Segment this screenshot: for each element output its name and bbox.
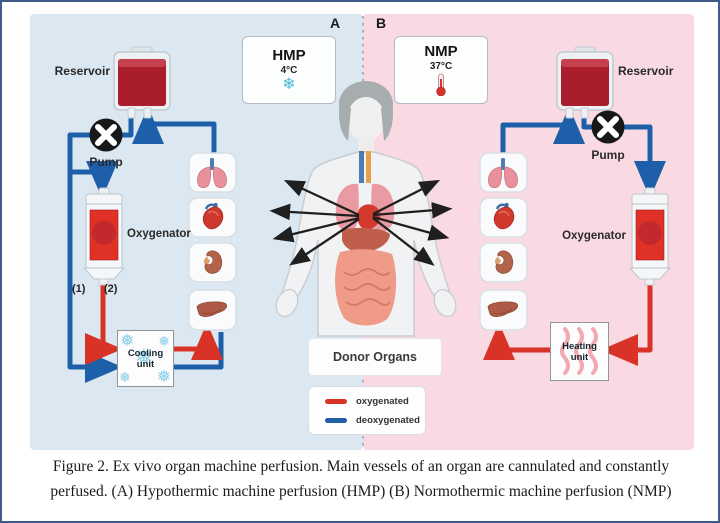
hmp-temperature: 4°C xyxy=(280,64,298,76)
oxygenator-b-label: Oxygenator xyxy=(562,230,626,242)
reservoir-bag-a xyxy=(113,46,171,119)
organ-column-a xyxy=(188,152,237,331)
cooling-unit-word1: Cooling xyxy=(127,347,164,359)
tube-organ-to-reservoir-b xyxy=(500,106,585,155)
legend-item-deoxygenated: deoxygenated xyxy=(325,415,425,426)
heating-unit-word2: unit xyxy=(570,351,589,363)
deoxygenated-label: deoxygenated xyxy=(356,414,420,426)
nmp-condition-badge: NMP 37°C xyxy=(394,36,488,104)
reservoir-bag-b xyxy=(556,46,614,119)
tube-cooling-to-organ-red-a xyxy=(172,322,223,360)
reservoir-b-label: Reservoir xyxy=(618,64,674,78)
caption-line-1: Figure 2. Ex vivo organ machine perfusio… xyxy=(52,458,670,475)
oxygenator-a xyxy=(82,187,126,286)
pump-a-label: Pump xyxy=(89,155,123,169)
heating-unit-label: Heating unit xyxy=(562,341,597,363)
hmp-title: HMP xyxy=(272,46,306,64)
cooling-unit-word2: unit xyxy=(136,358,155,370)
cooling-unit-box: ❅ ❅ ❅ ❅ ❅ Cooling unit xyxy=(117,330,174,387)
legend-box: oxygenated deoxygenated xyxy=(308,386,426,435)
kidney-icon xyxy=(494,250,514,274)
reservoir-a-label: Reservoir xyxy=(54,64,110,78)
thermometer-icon xyxy=(436,73,446,96)
donor-organs-box: Donor Organs xyxy=(308,338,442,376)
figure-caption: Figure 2. Ex vivo organ machine perfusio… xyxy=(12,454,710,504)
caption-line-2: perfused. (A) Hypothermic machine perfus… xyxy=(50,483,672,500)
pump-icon-b xyxy=(591,110,625,144)
donor-organs-label: Donor Organs xyxy=(332,350,418,364)
tube-pump-to-oxygenator-a xyxy=(70,161,119,199)
organ-column-b xyxy=(479,152,528,331)
line-2-label: (2) xyxy=(104,283,118,295)
perfusion-diagram xyxy=(30,14,694,450)
tube-pump-to-cooling-a xyxy=(67,112,134,383)
kidney-icon xyxy=(203,250,223,274)
nmp-title: NMP xyxy=(424,43,458,60)
heat-waves-icon xyxy=(560,327,598,375)
tube-oxygenator-to-cooling-a xyxy=(85,282,123,365)
heating-unit-box: Heating unit xyxy=(550,322,609,381)
pump-icon-a xyxy=(89,118,123,152)
snowflake-icon: ❅ xyxy=(156,367,171,386)
panel-a-tubing xyxy=(67,106,224,383)
tube-organ-to-reservoir-a xyxy=(131,106,217,157)
line-1-label: (1) xyxy=(72,283,86,295)
radiating-arrows xyxy=(269,179,453,266)
oxygenator-a-label: Oxygenator xyxy=(127,228,191,240)
oxygenated-swatch xyxy=(325,398,347,404)
legend-item-oxygenated: oxygenated xyxy=(325,396,425,407)
snowflake-icon: ❅ xyxy=(119,369,131,385)
snowflake-icon: ❅ xyxy=(135,346,153,369)
oxygenated-label: oxygenated xyxy=(356,395,409,407)
pump-b-label: Pump xyxy=(591,148,625,162)
hmp-condition-badge: HMP 4°C ❄ xyxy=(242,36,336,104)
deoxygenated-swatch xyxy=(325,417,347,423)
tube-oxygenator-to-heating-b xyxy=(600,282,653,367)
oxygenator-b xyxy=(628,187,672,286)
snowflake-icon: ❅ xyxy=(158,333,170,349)
cooling-unit-label: Cooling unit xyxy=(128,348,163,370)
snowflake-icon: ❄ xyxy=(282,75,296,93)
panel-a-letter: A xyxy=(330,15,341,31)
nmp-temperature: 37°C xyxy=(429,61,453,72)
heating-unit-word1: Heating xyxy=(562,340,597,352)
snowflake-icon: ❅ xyxy=(120,331,135,350)
tube-heating-to-organ-b xyxy=(482,322,550,360)
panel-b-letter: B xyxy=(376,15,387,31)
